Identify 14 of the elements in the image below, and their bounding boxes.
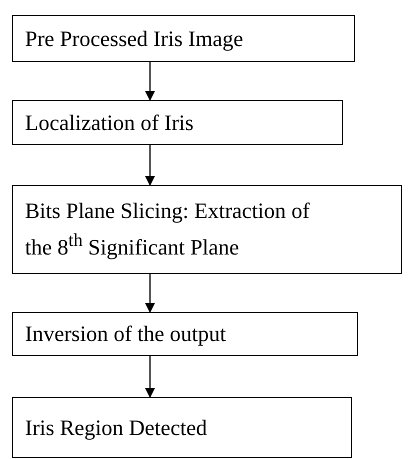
step-label: Localization of Iris xyxy=(25,108,194,137)
step-label: Inversion of the output xyxy=(25,320,226,348)
step-label: Bits Plane Slicing: Extraction of the 8$^{th}$ Significant Plane xyxy=(25,197,311,262)
process-box xyxy=(12,185,402,274)
step-label: Pre Processed Iris Image xyxy=(25,24,244,53)
process-box xyxy=(12,312,358,356)
process-box xyxy=(12,397,352,458)
arrow xyxy=(145,356,155,398)
step-label: Iris Region Detected xyxy=(25,414,208,442)
process-box xyxy=(12,100,343,145)
arrow xyxy=(145,145,155,186)
arrow xyxy=(145,274,155,313)
arrow xyxy=(145,62,155,101)
process-box xyxy=(12,15,355,62)
